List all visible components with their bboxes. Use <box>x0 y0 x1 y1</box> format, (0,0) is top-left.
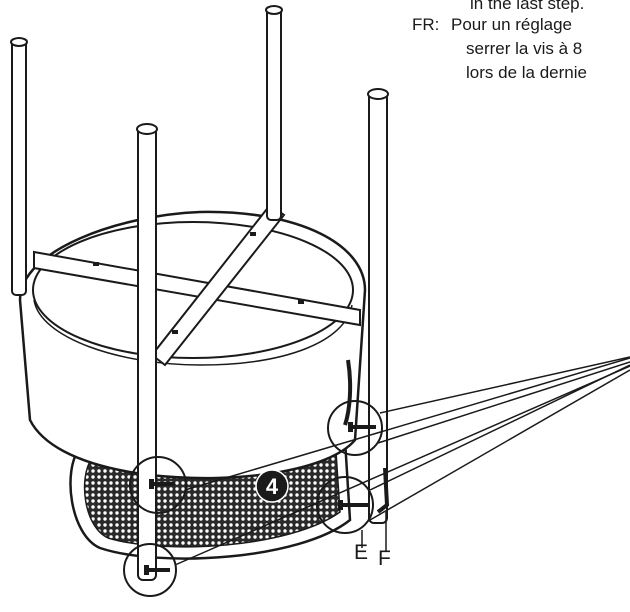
leader-lines <box>174 356 630 566</box>
label-f: F <box>378 547 391 570</box>
instruction-fr-line3: lors de la dernie <box>466 63 587 82</box>
screws <box>144 422 376 575</box>
label-e: E <box>354 541 369 564</box>
instruction-fr-prefix: FR: <box>412 15 440 34</box>
instruction-fr-line2: serrer la vis à 8 <box>466 39 583 58</box>
cross-brace <box>33 203 361 367</box>
legs <box>10 5 389 581</box>
allen-key-icon <box>376 467 390 514</box>
step-badge: 4 <box>255 469 289 503</box>
instruction-en-tail: in the last step. <box>470 0 585 13</box>
step-number: 4 <box>266 474 279 499</box>
screw-callouts <box>123 400 383 597</box>
seat <box>18 210 367 480</box>
instruction-fr-line1: Pour un réglage <box>451 15 572 34</box>
